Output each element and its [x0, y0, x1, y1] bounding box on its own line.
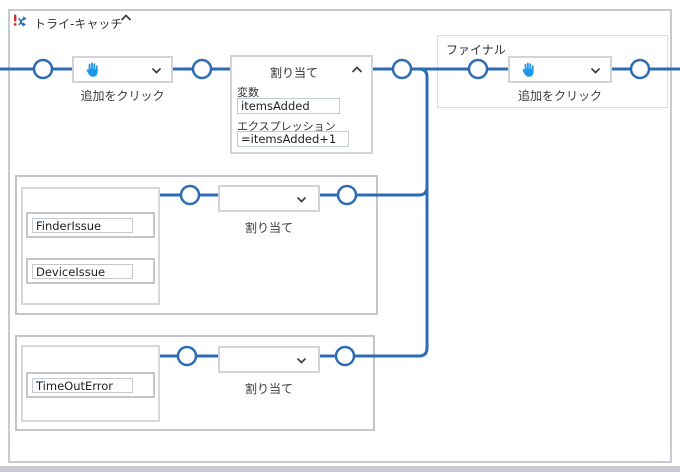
assign-activity-card[interactable]: 割り当て 変数 エクスプレッション [230, 55, 373, 154]
variable-input[interactable] [237, 98, 340, 114]
expression-label: エクスプレッション [237, 120, 336, 133]
try-click-activity-box[interactable] [72, 56, 173, 83]
chevron-down-icon[interactable] [296, 196, 307, 203]
try-click-activity-label: 追加をクリック [80, 89, 165, 103]
chevron-down-icon[interactable] [296, 357, 307, 364]
chevron-up-icon[interactable] [351, 66, 363, 74]
chevron-down-icon[interactable] [590, 67, 601, 74]
catch2-assign-label: 割り当て [244, 382, 293, 396]
chevron-down-icon[interactable] [151, 67, 162, 74]
exception-name-input[interactable] [32, 264, 133, 279]
try-catch-icon [13, 13, 30, 29]
catch1-assign-box[interactable] [218, 185, 320, 212]
finally-title: ファイナル [446, 43, 506, 57]
hand-click-icon [519, 61, 537, 79]
catch1-assign-label: 割り当て [244, 221, 293, 235]
exception-field[interactable] [26, 372, 155, 398]
catch1-exception-list [21, 187, 160, 305]
try-catch-title: トライ-キャッチ [34, 17, 123, 31]
finally-click-activity-box[interactable] [508, 56, 612, 83]
finally-click-activity-label: 追加をクリック [517, 89, 602, 103]
horizontal-scrollbar[interactable] [0, 466, 680, 472]
hand-click-icon [83, 61, 101, 79]
catch2-assign-box[interactable] [218, 346, 320, 373]
exception-field[interactable] [26, 212, 155, 238]
expression-input[interactable] [237, 131, 349, 147]
collapse-chevron-up-icon[interactable] [120, 14, 132, 22]
exception-name-input[interactable] [32, 378, 133, 393]
assign-card-title: 割り当て [269, 66, 318, 80]
variable-label: 変数 [237, 86, 259, 99]
exception-field[interactable] [26, 258, 155, 284]
exception-name-input[interactable] [32, 218, 133, 233]
